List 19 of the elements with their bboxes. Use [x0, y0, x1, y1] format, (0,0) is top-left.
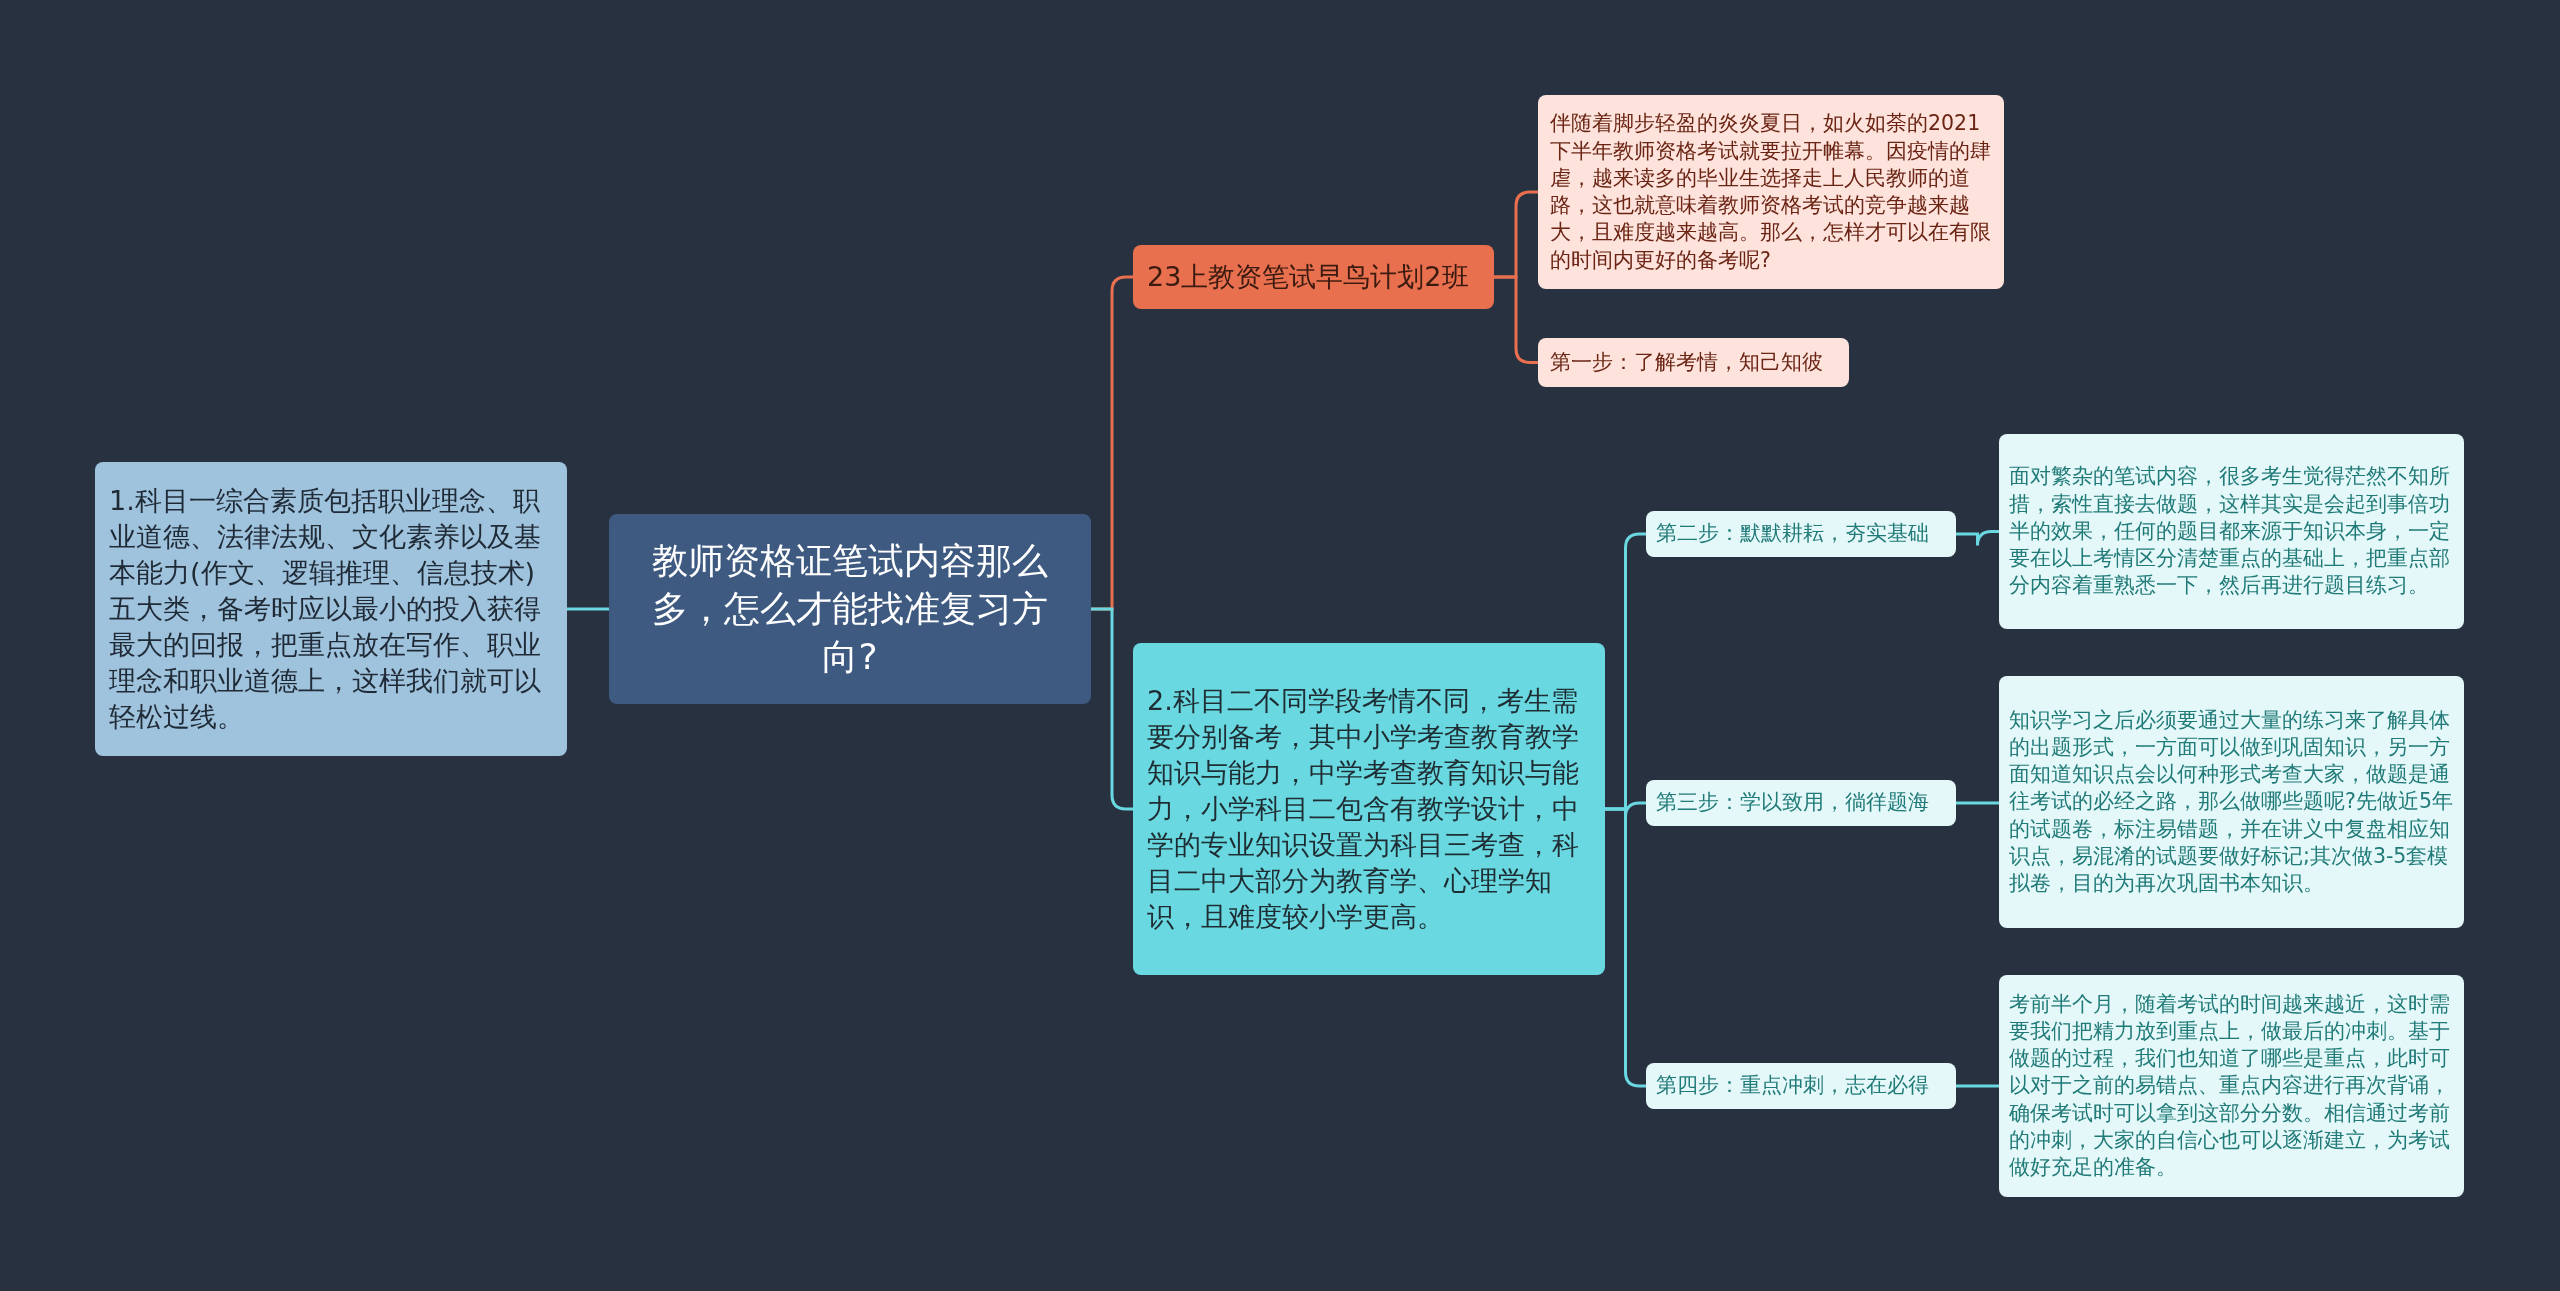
step-box: 第四步：重点冲刺，志在必得: [1646, 1063, 1956, 1109]
step-box: 第二步：默默耕耘，夯实基础: [1646, 511, 1956, 557]
connector-line: [1605, 807, 1646, 1088]
step-box: 第三步：学以致用，徜徉题海: [1646, 780, 1956, 826]
note-box: 知识学习之后必须要通过大量的练习来了解具体的出题形式，一方面可以做到巩固知识，另一方面知道知识点会以何种形式考查大家，做题是通往考试的必经之路，那么做哪些题呢?先做近5年的试题卷，标注易错题，并在讲义中复盘相应知识点，易混淆的试题要做好标记;其次做3-5套模拟卷，目的为再次巩固书本知识。: [1999, 676, 2464, 928]
note-box: 面对繁杂的笔试内容，很多考生觉得茫然不知所措，索性直接去做题，这样其实是会起到事倍功半的效果，任何的题目都来源于知识本身，一定要在以上考情区分清楚重点的基础上，把重点部分内容着重熟悉一下，然后再进行题目练习。: [1999, 434, 2464, 629]
note-box: 考前半个月，随着考试的时间越来越近，这时需要我们把精力放到重点上，做最后的冲刺。基于做题的过程，我们也知道了哪些是重点，此时可以对于之前的易错点、重点内容进行再次背诵，确保考试时可以拿到这部分分数。相信通过考前的冲刺，大家的自信心也可以逐渐建立，为考试做好充足的准备。: [1999, 975, 2464, 1197]
step-box: 第一步：了解考情，知己知彼: [1538, 338, 1849, 387]
connector-line: [1091, 607, 1133, 811]
note-box: 伴随着脚步轻盈的炎炎夏日，如火如荼的2021下半年教师资格考试就要拉开帷幕。因疫情的肆虐，越来读多的毕业生选择走上人民教师的道路，这也就意味着教师资格考试的竞争越来越大，且难度越来越高。那么，怎样才可以在有限的时间内更好的备考呢?: [1538, 95, 2004, 289]
topic-box: 教师资格证笔试内容那么多，怎么才能找准复习方向?: [609, 514, 1091, 704]
connector-line: [1956, 1084, 1999, 1088]
subtopic-box: 1.科目一综合素质包括职业理念、职业道德、法律法规、文化素养以及基本能力(作文、逻辑推理、信息技术)五大类，备考时应以最小的投入获得最大的回报，把重点放在写作、职业理念和职业道德上，这样我们就可以轻松过线。: [95, 462, 567, 756]
connector-line: [567, 607, 609, 611]
connector-line: [1956, 530, 1999, 547]
subtopic-box: 23上教资笔试早鸟计划2班: [1133, 245, 1494, 309]
connector-line: [1956, 801, 1999, 805]
connector-line: [1494, 275, 1538, 364]
subtopic-box: 2.科目二不同学段考情不同，考生需要分别备考，其中小学考查教育教学知识与能力，中学考查教育知识与能力，小学科目二包含有教学设计，中学的专业知识设置为科目三考查，科目二中大部分为教育学、心理学知识，且难度较小学更高。: [1133, 643, 1605, 975]
